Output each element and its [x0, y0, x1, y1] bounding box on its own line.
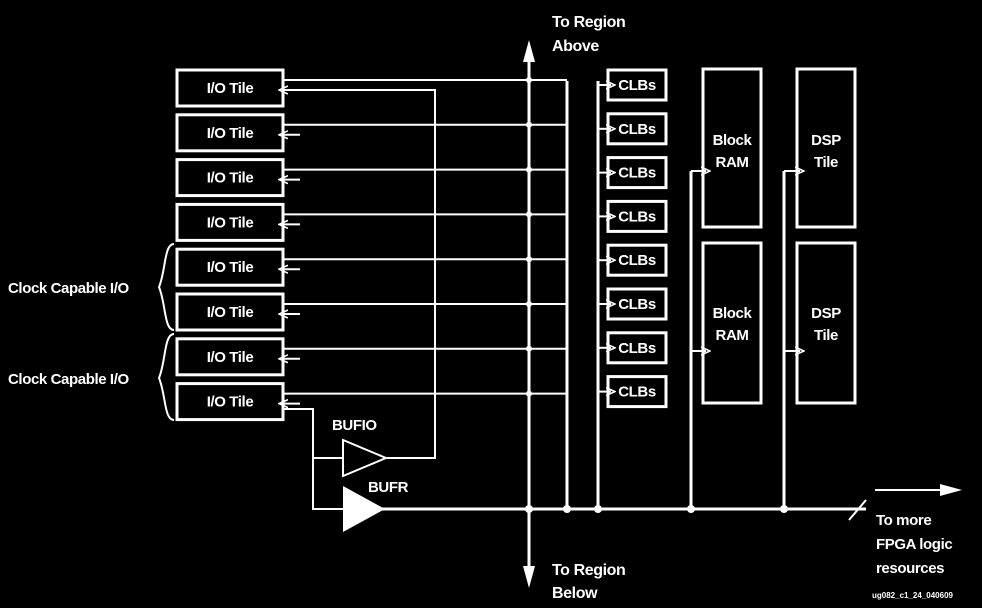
clock-capable-group-1: Clock Capable I/O	[8, 243, 175, 331]
junction-dot	[526, 77, 532, 83]
clb-label: CLBs	[618, 208, 656, 225]
io-tile: I/O Tile	[175, 337, 285, 377]
junction-dot	[526, 345, 532, 352]
clb-block: CLBs	[598, 199, 668, 233]
block-ram-label: RAM	[716, 154, 749, 171]
clb-label: CLBs	[618, 121, 656, 138]
more-resources-line1: To more	[876, 512, 931, 529]
clock-capable-label: Clock Capable I/O	[8, 280, 129, 297]
dsp-tile-label: Tile	[814, 154, 838, 171]
junction-dot	[526, 166, 532, 173]
dsp-tile-label: DSP	[811, 132, 841, 149]
block-ram-1: Block RAM	[691, 67, 763, 229]
junction-dot	[525, 505, 533, 513]
more-resources-line2: FPGA logic	[876, 536, 952, 553]
more-resources-line3: resources	[876, 560, 944, 577]
block-ram-label: RAM	[716, 327, 749, 344]
bufr-label: BUFR	[368, 479, 409, 496]
junction-dot	[526, 211, 532, 218]
region-routing: To Region Above To Region Below	[523, 14, 626, 602]
arrow-down-icon	[523, 566, 535, 588]
io-tile-label: I/O Tile	[207, 125, 254, 142]
clb-label: CLBs	[618, 296, 656, 313]
io-wires	[283, 77, 567, 404]
dsp-tile-label: DSP	[811, 305, 841, 322]
clb-block: CLBs	[598, 331, 668, 365]
io-tile-label: I/O Tile	[207, 214, 254, 231]
figure-id: ug082_c1_24_040609	[872, 591, 954, 600]
clb-block: CLBs	[598, 68, 668, 102]
junction-dot	[526, 390, 532, 397]
io-tile: I/O Tile	[175, 68, 285, 108]
clb-label: CLBs	[618, 252, 656, 269]
to-region-below-line2: Below	[552, 585, 598, 602]
io-tile-label: I/O Tile	[207, 259, 254, 276]
clb-label: CLBs	[618, 77, 656, 94]
block-ram-label: Block	[713, 305, 753, 322]
clb-block: CLBs	[598, 243, 668, 277]
bufio-label: BUFIO	[332, 417, 377, 434]
clb-block: CLBs	[598, 375, 668, 409]
junction-dot	[526, 256, 532, 263]
io-tile-label: I/O Tile	[207, 394, 254, 411]
clock-capable-group-2: Clock Capable I/O	[8, 333, 175, 421]
junction-dot	[526, 301, 532, 307]
arrow-right-icon	[940, 484, 962, 496]
to-region-above-line1: To Region	[552, 14, 625, 31]
junction-dot	[563, 505, 571, 513]
io-tile-label: I/O Tile	[207, 304, 254, 321]
junction-dot	[687, 505, 695, 513]
block-ram-label: Block	[713, 132, 753, 149]
dsp-tile-1: DSP Tile	[784, 67, 857, 229]
dsp-tile-label: Tile	[814, 327, 838, 344]
io-tile: I/O Tile	[175, 382, 285, 422]
block-ram-2: Block RAM	[691, 241, 763, 405]
clb-block: CLBs	[598, 287, 668, 321]
junction-dot	[526, 121, 532, 128]
io-tile-label: I/O Tile	[207, 349, 254, 366]
clb-block: CLBs	[598, 156, 668, 190]
dsp-tile-2: DSP Tile	[784, 241, 857, 405]
io-tile: I/O Tile	[175, 247, 285, 287]
bufr-buffer: BUFR	[312, 458, 409, 532]
junction-dot	[780, 505, 788, 513]
bufio-buffer: BUFIO	[282, 408, 389, 478]
io-tile: I/O Tile	[175, 202, 285, 242]
io-tile-label: I/O Tile	[207, 80, 254, 97]
clock-spine: To more FPGA logic resources ug082_c1_24…	[382, 81, 962, 600]
clb-block: CLBs	[598, 112, 668, 146]
to-region-above-line2: Above	[552, 38, 599, 55]
clb-label: CLBs	[618, 384, 656, 401]
io-tile-label: I/O Tile	[207, 170, 254, 187]
io-tile: I/O Tile	[175, 158, 285, 198]
arrow-up-icon	[523, 40, 535, 62]
clock-capable-label: Clock Capable I/O	[8, 371, 129, 388]
bufio-feedback	[282, 89, 436, 459]
junction-dot	[594, 505, 602, 513]
io-tile: I/O Tile	[175, 292, 285, 332]
clb-label: CLBs	[618, 340, 656, 357]
to-region-below-line1: To Region	[552, 562, 625, 579]
io-tile: I/O Tile	[175, 113, 285, 153]
clb-label: CLBs	[618, 165, 656, 182]
